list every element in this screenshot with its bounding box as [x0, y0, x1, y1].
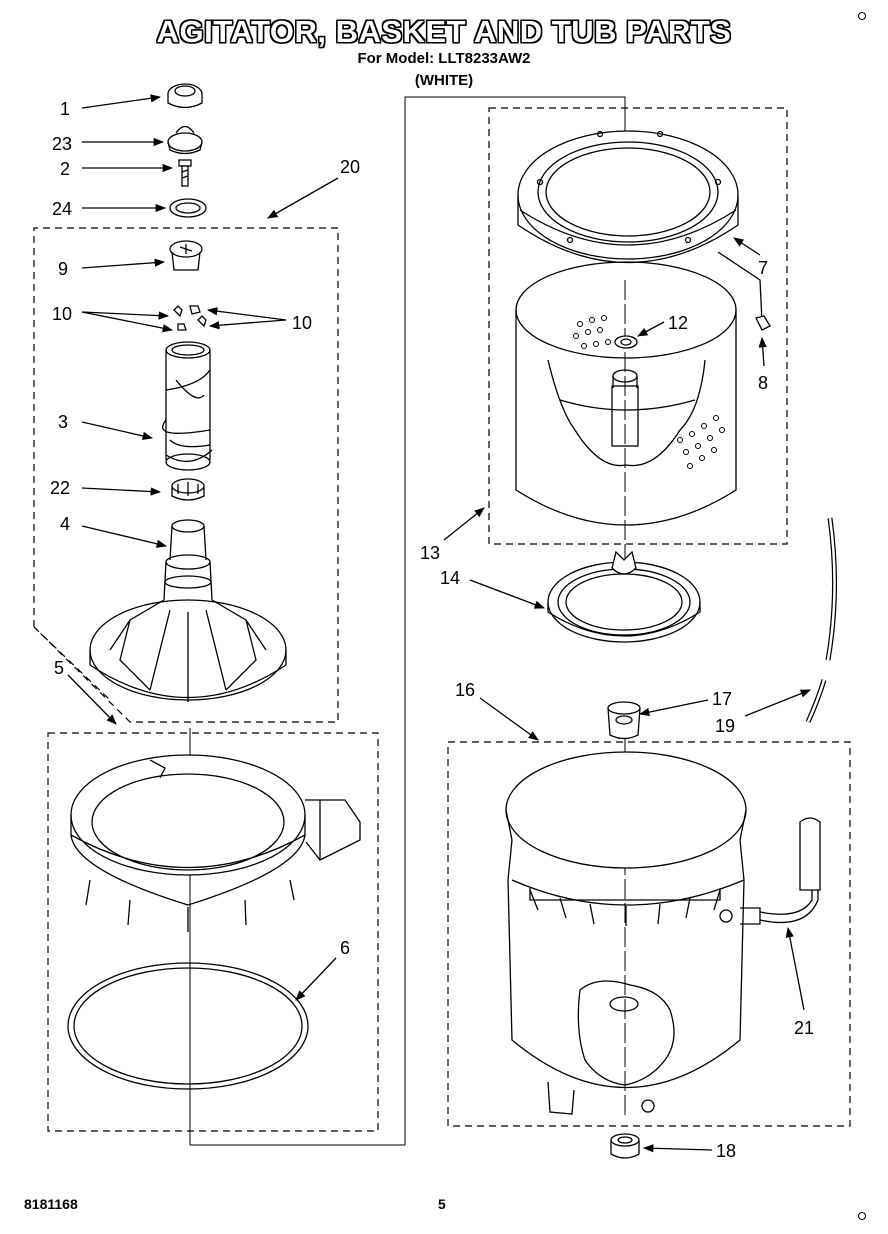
callout-17: 17 — [712, 689, 732, 709]
part-13-basket — [515, 261, 737, 526]
part-6-tub-seal — [67, 962, 309, 1090]
part-17-spanner-nut — [607, 701, 641, 740]
group-box-13 — [488, 107, 788, 545]
page-title: AGITATOR, BASKET AND TUB PARTS — [156, 14, 732, 49]
model-line: For Model: LLT8233AW2 — [357, 50, 531, 67]
part-10-dogs — [173, 305, 207, 331]
part-22-bearing — [171, 478, 205, 501]
callout-13: 13 — [420, 543, 440, 563]
callout-labels: 1 23 2 24 20 9 10 10 3 22 4 5 6 7 12 8 1… — [50, 99, 814, 1161]
callout-1: 1 — [60, 99, 70, 119]
corner-mark — [858, 12, 866, 20]
callout-2: 2 — [60, 159, 70, 179]
callout-23: 23 — [52, 134, 72, 154]
callout-21: 21 — [794, 1018, 814, 1038]
callout-16: 16 — [455, 680, 475, 700]
part-5-tub-ring — [70, 754, 361, 932]
callout-8: 8 — [758, 373, 768, 393]
part-7-balance-ring — [517, 130, 763, 323]
part-8-clip — [755, 315, 771, 331]
callout-3: 3 — [58, 412, 68, 432]
part-2-bolt — [178, 159, 192, 187]
callout-22: 22 — [50, 478, 70, 498]
part-21-hose-fitting — [740, 817, 821, 925]
callout-5: 5 — [54, 658, 64, 678]
leader-arrows — [67, 94, 811, 1153]
part-9-dog-cam — [169, 240, 203, 271]
callout-12: 12 — [668, 313, 688, 333]
callout-14: 14 — [440, 568, 460, 588]
group-box-20 — [33, 227, 339, 723]
callout-10-left: 10 — [52, 304, 72, 324]
group-box-16 — [447, 741, 851, 1127]
corner-mark — [858, 1212, 866, 1220]
part-3-auger — [162, 341, 213, 471]
callout-9: 9 — [58, 259, 68, 279]
part-4-agitator-base — [89, 519, 287, 702]
part-1-cap — [167, 83, 203, 109]
page-number: 5 — [438, 1196, 446, 1212]
part-24-washer — [169, 198, 207, 218]
part-19-hose — [805, 517, 838, 724]
callout-20: 20 — [340, 157, 360, 177]
callout-6: 6 — [340, 938, 350, 958]
color-line: (WHITE) — [414, 72, 474, 89]
callout-7: 7 — [758, 258, 768, 278]
part-12-nut — [614, 335, 638, 349]
group-box-5 — [47, 732, 379, 1132]
basket-holes — [573, 315, 725, 469]
callout-18: 18 — [716, 1141, 736, 1161]
part-14-drive-hub — [547, 550, 701, 643]
part-23-cap-insert — [167, 125, 203, 155]
group-boxes — [33, 107, 851, 1132]
callout-4: 4 — [60, 514, 70, 534]
callout-24: 24 — [52, 199, 72, 219]
document-code: 8181168 — [24, 1196, 78, 1212]
callout-10-right: 10 — [292, 313, 312, 333]
callout-19: 19 — [715, 716, 735, 736]
part-16-outer-tub — [505, 751, 747, 1115]
part-18-tub-nut — [610, 1133, 640, 1159]
